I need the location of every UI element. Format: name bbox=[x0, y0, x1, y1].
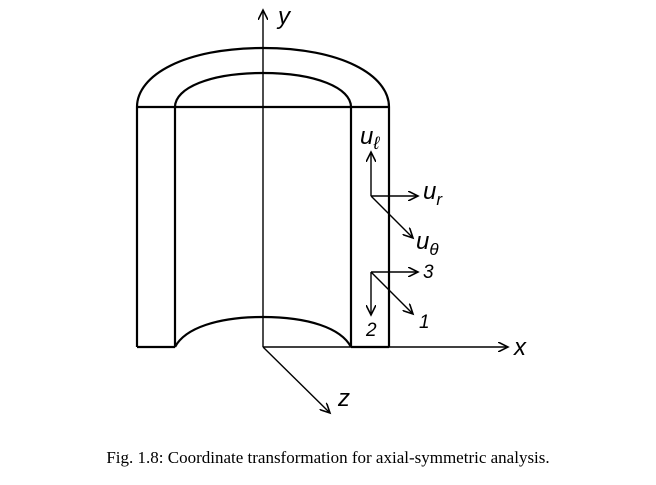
u-theta-arrow bbox=[370, 195, 413, 238]
u-r-label: ur bbox=[423, 178, 443, 209]
z-axis-label: z bbox=[337, 385, 350, 412]
x-axis-label: x bbox=[513, 334, 527, 361]
displacement-vectors bbox=[371, 152, 418, 238]
local-axes bbox=[371, 272, 418, 315]
z-axis bbox=[262, 346, 330, 413]
figure-caption: Fig. 1.8: Coordinate transformation for … bbox=[106, 448, 550, 467]
hollow-cylinder bbox=[135, 46, 391, 349]
local-axis-3-label: 3 bbox=[423, 262, 434, 283]
local-axis-1-arrow bbox=[370, 271, 413, 314]
global-axes bbox=[263, 10, 508, 413]
local-axis-2-label: 2 bbox=[365, 320, 377, 341]
local-axis-1-label: 1 bbox=[419, 312, 430, 333]
u-theta-label: uθ bbox=[416, 228, 439, 259]
y-axis-label: y bbox=[276, 3, 292, 30]
u-l-label: uℓ bbox=[360, 123, 380, 153]
